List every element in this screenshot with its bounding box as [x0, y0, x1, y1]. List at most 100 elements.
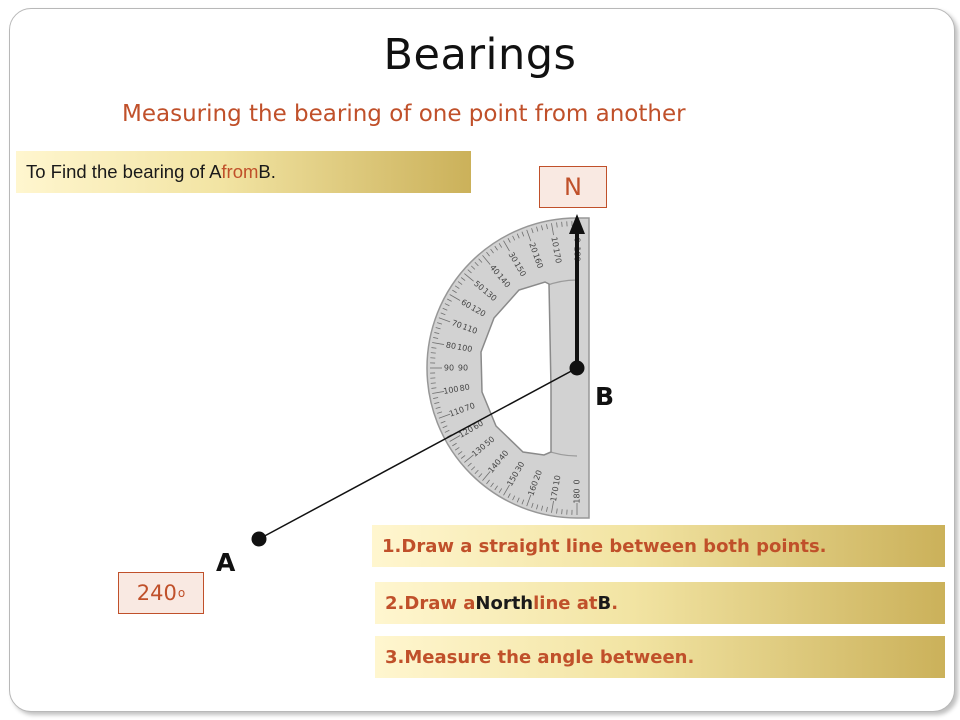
protractor-tick — [478, 473, 483, 478]
protractor-tick — [435, 406, 441, 409]
protractor-scale-label: 20 — [532, 469, 544, 482]
protractor-tick — [464, 454, 474, 463]
protractor-tick — [460, 455, 466, 459]
step-2-point: B — [597, 592, 612, 614]
step-1-number: 1. — [382, 535, 402, 557]
protractor-scale-label: 100 — [443, 384, 460, 396]
protractor-tick — [512, 235, 516, 241]
bearing-answer-value: 240 — [136, 581, 177, 605]
protractor-tick — [467, 269, 472, 274]
protractor-ticks — [430, 221, 578, 515]
protractor-scale-label: 60 — [472, 419, 485, 432]
protractor-tick — [467, 462, 472, 467]
find-from-word: from — [221, 161, 259, 182]
protractor-tick — [541, 505, 544, 511]
protractor-scale-label: 30 — [514, 460, 527, 473]
step-2-banner: 2. Draw a North line at B. — [375, 582, 945, 624]
protractor-tick — [561, 509, 563, 515]
protractor-tick — [433, 397, 439, 399]
slide-subtitle: Measuring the bearing of one point from … — [122, 101, 686, 127]
protractor-tick — [503, 484, 510, 496]
step-2-text-after: line at — [533, 592, 598, 614]
protractor-tick — [444, 429, 450, 433]
slide-title: Bearings — [383, 30, 577, 80]
protractor-tick — [464, 273, 474, 282]
step-3-text: Measure the angle between. — [404, 646, 695, 668]
protractor-tick — [452, 442, 457, 447]
protractor-tick — [536, 226, 539, 232]
protractor-tick — [437, 411, 443, 414]
protractor-tick — [478, 258, 483, 263]
protractor-tick — [474, 469, 479, 475]
protractor-tick — [444, 303, 450, 307]
protractor-tick — [431, 387, 437, 389]
protractor-tick — [561, 221, 563, 227]
protractor-tick — [526, 229, 532, 242]
protractor-tick — [551, 500, 554, 513]
step-3-number: 3. — [385, 646, 405, 668]
protractor-tick — [449, 435, 461, 442]
protractor-tick — [546, 224, 548, 230]
protractor-tick — [490, 482, 494, 488]
protractor-tick — [435, 327, 441, 330]
protractor-scale-label: 10 — [549, 236, 560, 248]
point-a-label: A — [216, 548, 236, 577]
protractor-tick — [449, 294, 461, 301]
point-b-label: B — [595, 382, 615, 411]
protractor-tick — [431, 347, 437, 349]
protractor-tick — [536, 504, 539, 510]
point-b — [569, 360, 585, 376]
protractor-scale-label: 30 — [507, 250, 520, 263]
line-a-to-b — [258, 367, 578, 540]
protractor-scale-label: 20 — [527, 241, 539, 254]
north-label-box: N — [539, 166, 607, 208]
protractor-tick — [440, 420, 446, 424]
protractor-tick — [452, 289, 457, 294]
protractor-tick — [432, 391, 445, 394]
protractor-tick — [454, 447, 460, 451]
protractor-tick — [470, 466, 476, 471]
step-2-end: . — [611, 592, 619, 614]
protractor-tick — [494, 245, 498, 251]
protractor-tick — [440, 312, 446, 316]
step-2-north-word: North — [475, 592, 534, 614]
protractor-tick — [546, 506, 548, 512]
protractor-scale-label: 70 — [464, 401, 477, 413]
protractor-tick — [498, 488, 503, 493]
step-1-text: Draw a straight line between both points… — [401, 535, 827, 557]
protractor-tick — [486, 251, 490, 257]
north-arrow-head — [569, 214, 585, 234]
protractor-tick — [531, 502, 534, 508]
protractor-tick — [482, 255, 491, 265]
degree-symbol: o — [177, 586, 186, 600]
protractor-tick — [541, 225, 544, 231]
protractor-tick — [521, 499, 525, 505]
protractor-tick — [433, 337, 439, 339]
protractor-tick — [430, 382, 436, 384]
protractor-tick — [434, 401, 440, 404]
protractor-tick — [437, 322, 443, 325]
protractor-scale-label: 80 — [445, 340, 457, 351]
step-2-number: 2. — [385, 592, 405, 614]
protractor-tick — [507, 493, 511, 498]
protractor-scale-label: 90 — [444, 364, 454, 373]
protractor-tick — [460, 277, 466, 281]
protractor-scale-label: 10 — [552, 474, 563, 486]
protractor-scale-label: 180 — [573, 488, 582, 503]
protractor-scale-label: 0 — [573, 479, 582, 484]
protractor-tick — [454, 285, 460, 289]
protractor-scale-label: 60 — [459, 298, 472, 311]
protractor-scale-label: 100 — [456, 342, 473, 354]
protractor-window — [480, 281, 552, 456]
protractor-tick — [457, 281, 463, 285]
protractor-tick — [521, 231, 525, 237]
protractor-tick — [470, 265, 476, 270]
protractor-tick — [474, 261, 479, 267]
protractor-tick — [503, 240, 510, 252]
protractor-tick — [494, 485, 498, 491]
step-1-banner: 1. Draw a straight line between both poi… — [372, 525, 945, 567]
point-a — [251, 531, 267, 547]
protractor-tick — [482, 471, 491, 481]
protractor-tick — [556, 222, 558, 228]
